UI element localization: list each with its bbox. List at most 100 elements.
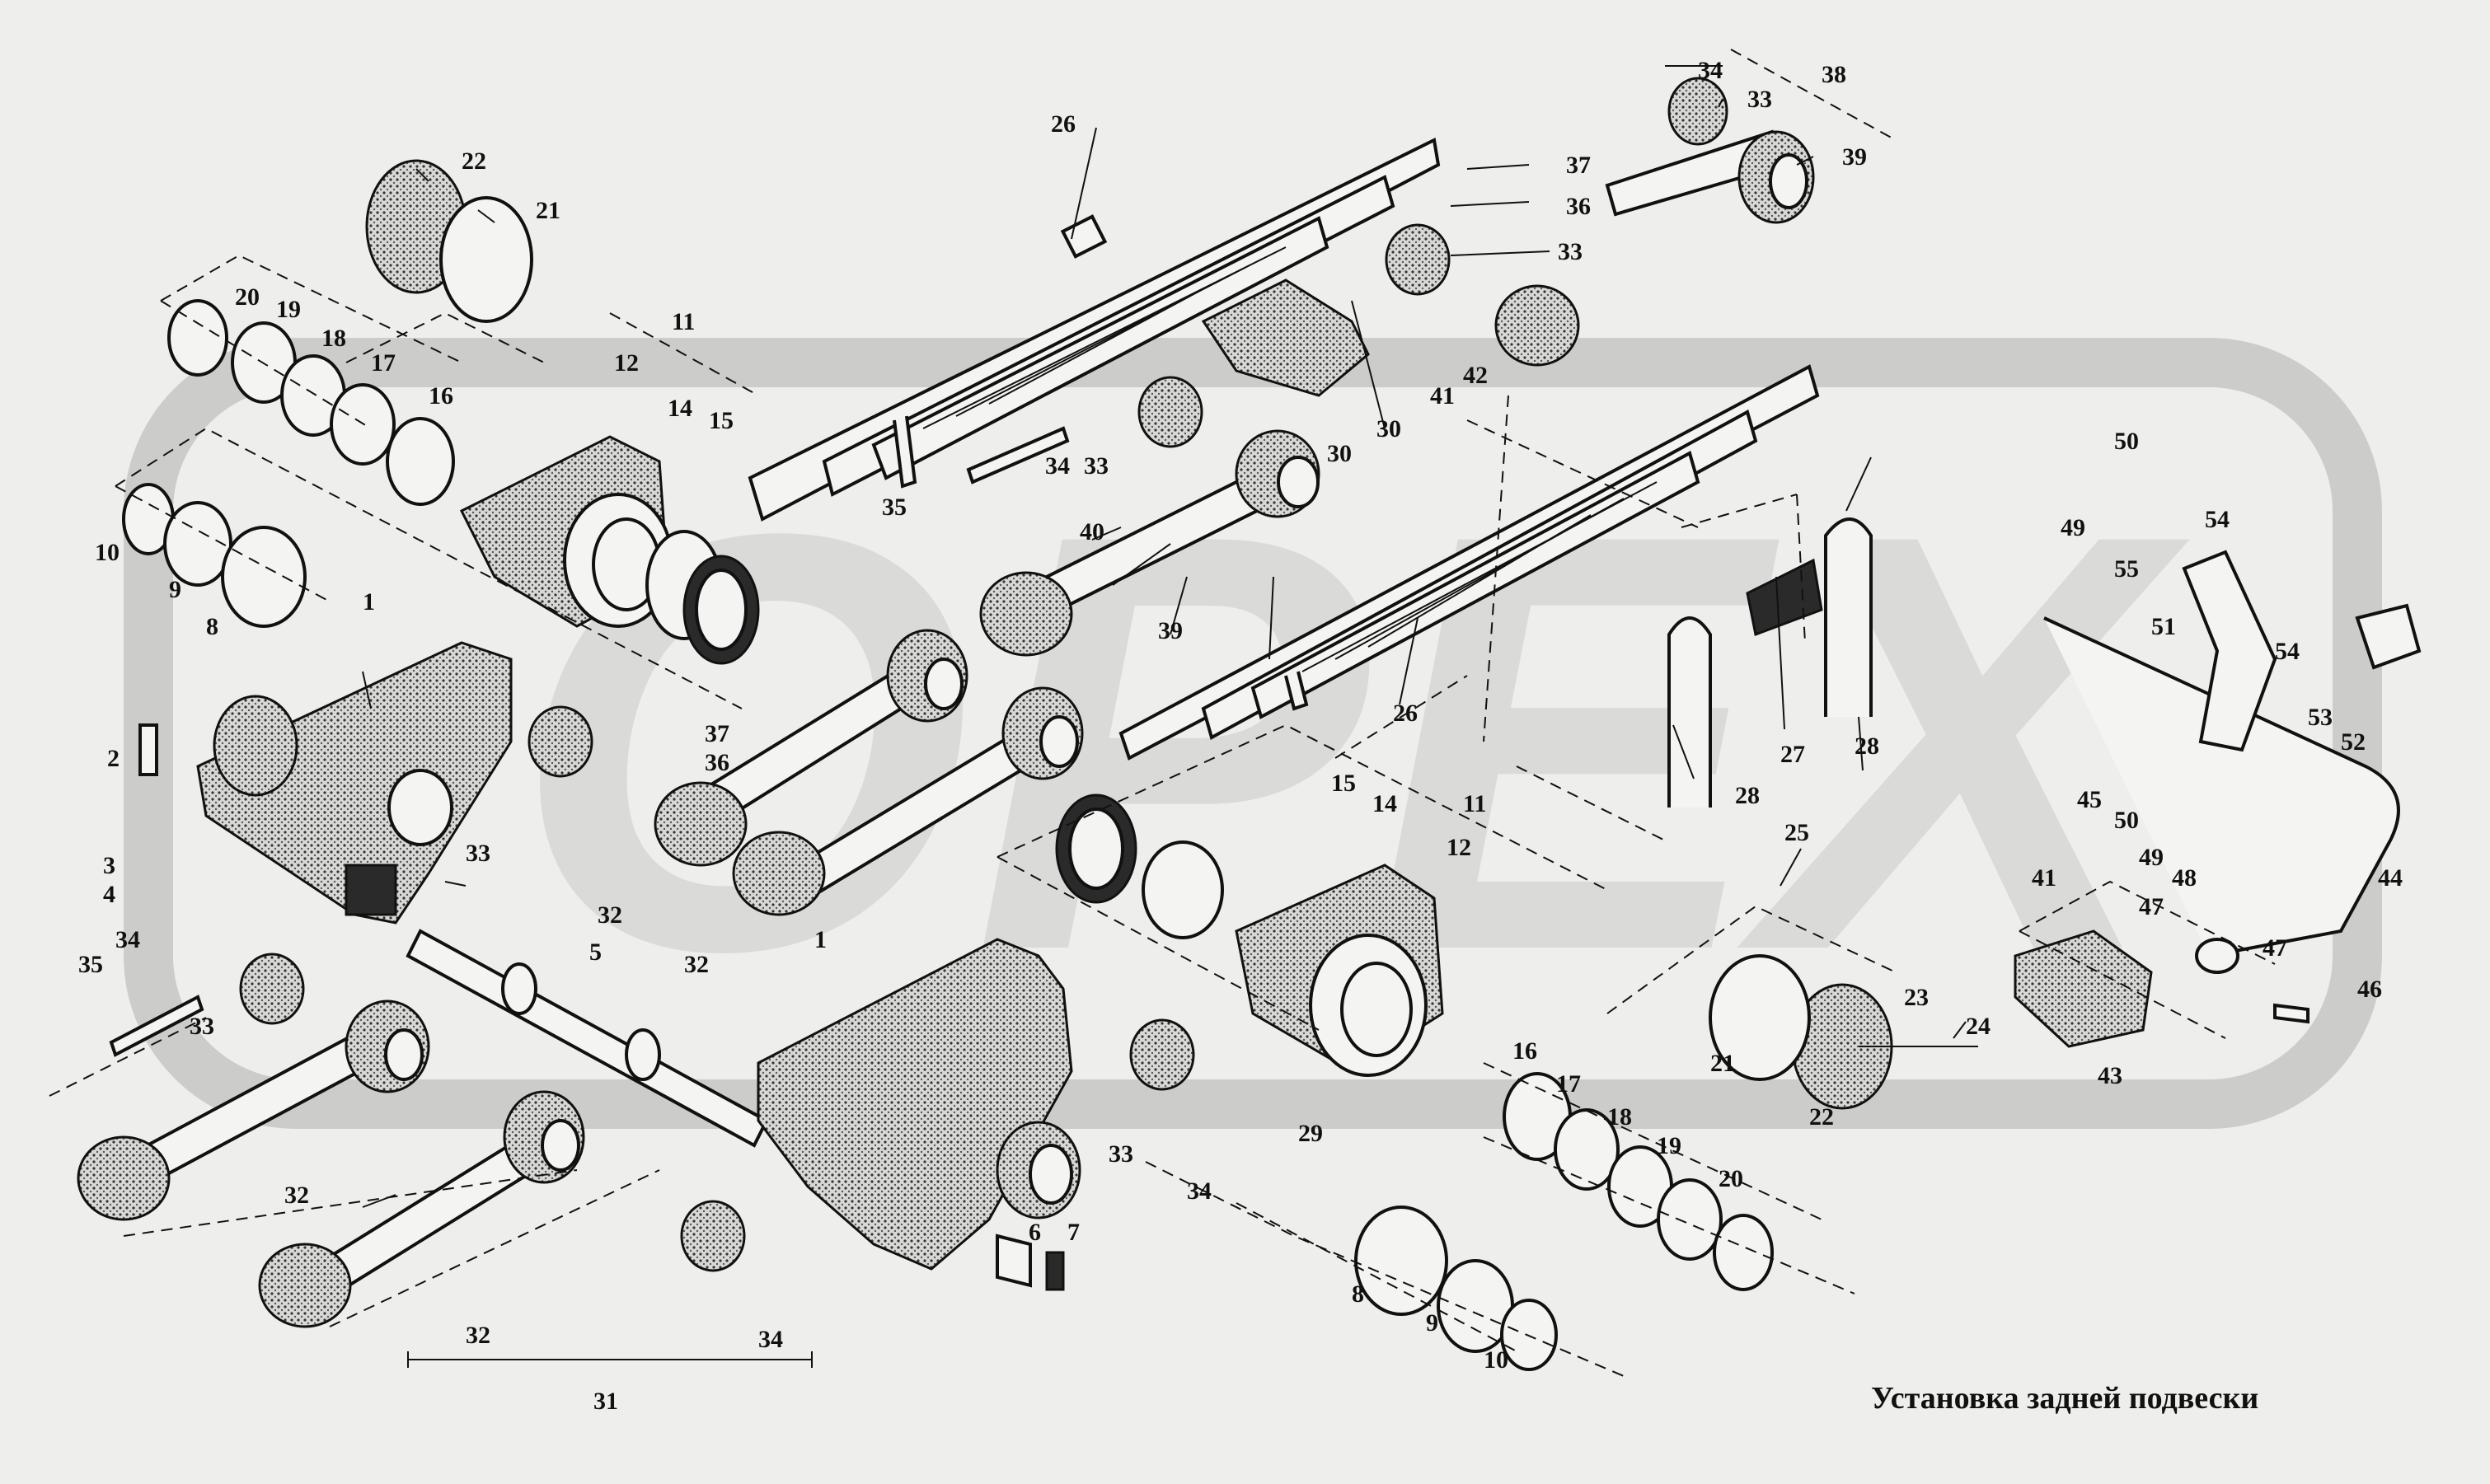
callout-21: 21 <box>1710 1050 1735 1077</box>
cover-lower <box>1709 954 1893 1110</box>
bolts <box>109 426 2309 1291</box>
leaf-spring-lower <box>1118 364 1820 761</box>
callout-16: 16 <box>1512 1037 1537 1065</box>
callout-43: 43 <box>2098 1062 2122 1089</box>
callout-15: 15 <box>709 407 734 434</box>
callout-49: 49 <box>2061 514 2085 541</box>
callout-30: 30 <box>1327 440 1352 467</box>
callout-47: 47 <box>2139 893 2164 920</box>
callout-11: 11 <box>672 308 695 335</box>
callout-4: 4 <box>103 881 115 908</box>
callout-9: 9 <box>169 576 181 603</box>
callout-32: 32 <box>684 951 709 978</box>
callout-28: 28 <box>1735 782 1760 809</box>
callout-40: 40 <box>1080 518 1104 545</box>
callout-36: 36 <box>1566 193 1591 220</box>
callout-32: 32 <box>284 1182 309 1209</box>
callout-9: 9 <box>1426 1309 1438 1337</box>
callout-36: 36 <box>705 749 729 776</box>
callout-33: 33 <box>1109 1140 1133 1168</box>
callout-20: 20 <box>1719 1165 1743 1192</box>
bracket-left <box>196 641 513 925</box>
callout-12: 12 <box>1447 834 1471 861</box>
callout-3: 3 <box>103 852 115 879</box>
spring-bracket <box>1201 279 1370 397</box>
callout-24: 24 <box>1966 1013 1991 1040</box>
callout-32: 32 <box>598 901 622 929</box>
callout-45: 45 <box>2077 786 2102 813</box>
callout-27: 27 <box>1780 741 1805 768</box>
callout-23: 23 <box>1904 984 1929 1011</box>
callout-17: 17 <box>1556 1070 1581 1098</box>
callout-33: 33 <box>466 840 490 867</box>
callout-14: 14 <box>668 395 692 422</box>
callout-49: 49 <box>2139 844 2164 871</box>
callout-47: 47 <box>2263 934 2287 962</box>
callout-8: 8 <box>1352 1280 1364 1308</box>
leader-lines <box>362 65 1978 1208</box>
callout-42: 42 <box>1463 362 1488 389</box>
callout-25: 25 <box>1784 819 1809 846</box>
callout-1: 1 <box>363 588 375 616</box>
callout-26: 26 <box>1393 700 1418 727</box>
rings-upper-left <box>122 299 760 665</box>
callout-19: 19 <box>1657 1132 1681 1159</box>
leaf-spring-upper <box>748 138 1441 522</box>
callout-7: 7 <box>1067 1219 1080 1246</box>
callout-14: 14 <box>1372 790 1397 817</box>
callout-18: 18 <box>321 325 346 352</box>
callout-39: 39 <box>1842 143 1867 171</box>
callouts: 1 1 2 3 4 5 6 7 8 8 9 9 10 10 11 11 12 1… <box>78 57 2403 1415</box>
diagram-caption: Установка задней подвески <box>1871 1381 2259 1416</box>
callout-34: 34 <box>1187 1177 1212 1205</box>
callout-19: 19 <box>276 296 301 323</box>
stabilizer-bar <box>2014 550 2422 1048</box>
reactive-rod-upper <box>979 129 1815 657</box>
callout-51: 51 <box>2151 613 2176 640</box>
callout-46: 46 <box>2357 976 2382 1003</box>
callout-52: 52 <box>2341 728 2366 756</box>
callout-37: 37 <box>705 720 729 747</box>
callout-39: 39 <box>1158 617 1183 644</box>
callout-38: 38 <box>1822 61 1846 88</box>
callout-18: 18 <box>1607 1103 1632 1131</box>
callout-41: 41 <box>1430 382 1455 410</box>
callout-22: 22 <box>1809 1103 1834 1131</box>
callout-30: 30 <box>1376 415 1401 442</box>
callout-34: 34 <box>1045 452 1070 480</box>
callout-54: 54 <box>2205 506 2230 533</box>
callout-15: 15 <box>1331 770 1356 797</box>
callout-6: 6 <box>1029 1219 1041 1246</box>
callout-5: 5 <box>589 939 602 966</box>
cover-upper <box>365 159 533 323</box>
callout-32: 32 <box>466 1322 490 1349</box>
callout-1: 1 <box>814 926 827 953</box>
callout-34: 34 <box>1698 57 1723 84</box>
callout-50: 50 <box>2114 428 2139 455</box>
callout-35: 35 <box>78 951 103 978</box>
callout-37: 37 <box>1566 152 1591 179</box>
callout-48: 48 <box>2172 864 2197 892</box>
callout-31: 31 <box>593 1388 618 1415</box>
group-lines <box>49 49 2276 1377</box>
callout-33: 33 <box>1084 452 1109 480</box>
callout-20: 20 <box>235 283 260 311</box>
callout-35: 35 <box>882 494 907 521</box>
callout-29: 29 <box>1298 1120 1323 1147</box>
callout-34: 34 <box>758 1326 783 1353</box>
callout-33: 33 <box>190 1013 214 1040</box>
callout-54: 54 <box>2275 638 2300 665</box>
callout-53: 53 <box>2308 704 2333 731</box>
callout-28: 28 <box>1855 733 1879 760</box>
callout-2: 2 <box>107 745 120 772</box>
callout-33: 33 <box>1747 86 1772 113</box>
callout-12: 12 <box>614 349 639 377</box>
reactive-rod-lower <box>77 629 1084 1328</box>
callout-16: 16 <box>429 382 453 410</box>
callout-34: 34 <box>115 926 140 953</box>
callout-55: 55 <box>2114 555 2139 583</box>
hub-lower <box>1235 864 1444 1077</box>
callout-10: 10 <box>95 539 120 566</box>
callout-41: 41 <box>2032 864 2056 892</box>
